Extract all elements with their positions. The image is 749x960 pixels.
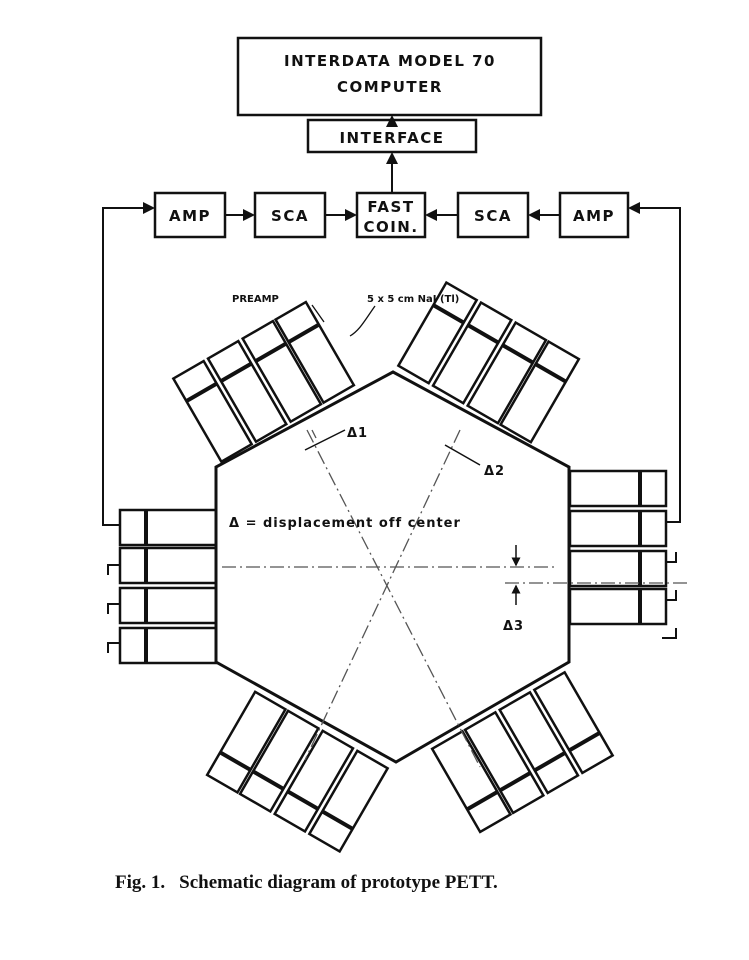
computer-box bbox=[236, 36, 543, 117]
interface-label: INTERFACE bbox=[339, 129, 444, 147]
delta1-label: Δ1 bbox=[347, 426, 368, 441]
fast-coin-label-line2: COIN. bbox=[363, 218, 418, 236]
computer-label-line2: COMPUTER bbox=[337, 78, 443, 96]
preamp-label: PREAMP bbox=[232, 294, 279, 305]
figure-number: Fig. 1. bbox=[115, 872, 166, 893]
sca-left-label: SCA bbox=[271, 207, 309, 225]
displacement-markers bbox=[304, 429, 521, 605]
delta-definition: Δ = displacement off center bbox=[229, 516, 461, 531]
crystal-leader bbox=[349, 305, 376, 337]
preamp-leader bbox=[311, 304, 325, 323]
amp-right-label: AMP bbox=[573, 207, 615, 225]
fast-coin-label-line1: FAST bbox=[367, 198, 414, 216]
figure-caption-text: Schematic diagram of prototype PETT. bbox=[179, 872, 498, 893]
detector-bank-right bbox=[568, 469, 668, 626]
computer-label-line1: INTERDATA MODEL 70 bbox=[284, 52, 496, 70]
amp-left-label: AMP bbox=[169, 207, 211, 225]
delta3-label: Δ3 bbox=[503, 619, 524, 634]
crystal-label: 5 x 5 cm NaI (Tl) bbox=[367, 294, 459, 305]
coincidence-lines bbox=[222, 429, 690, 768]
detector-bank-left bbox=[118, 508, 218, 665]
signal-connections bbox=[102, 115, 681, 653]
figure-caption: Fig. 1. Schematic diagram of prototype PE… bbox=[115, 872, 512, 894]
sca-right-label: SCA bbox=[474, 207, 512, 225]
delta2-label: Δ2 bbox=[484, 464, 505, 479]
